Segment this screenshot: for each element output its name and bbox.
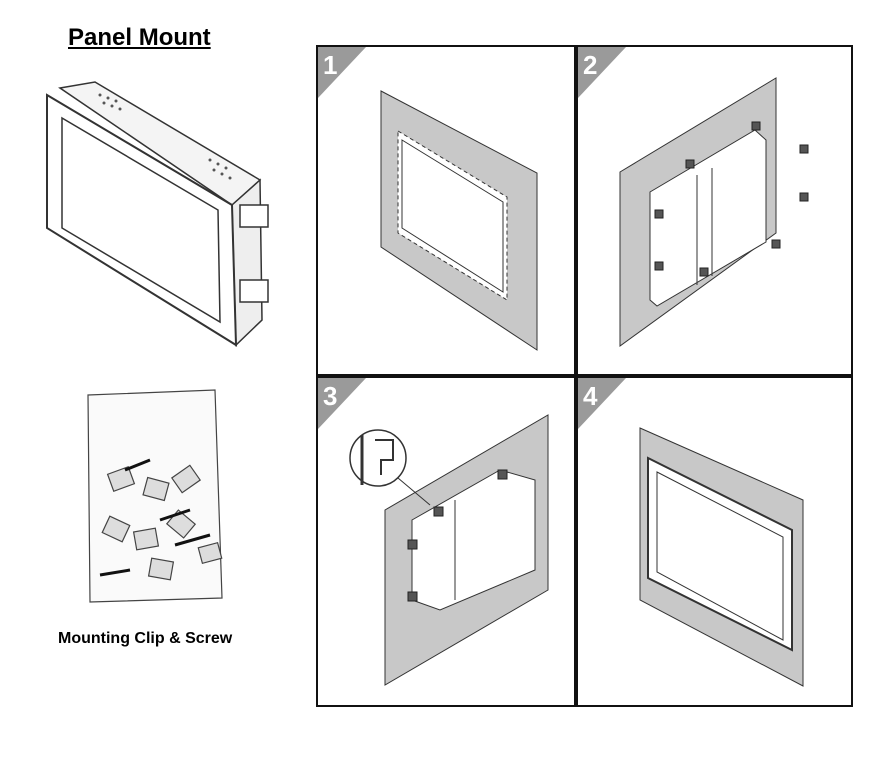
clip-caption: Mounting Clip & Screw [58,630,233,647]
step-2-panel: 2 [578,47,809,347]
step-number: 3 [323,381,337,411]
step-number: 4 [583,381,598,411]
step-3-panel: 3 [318,378,549,686]
step-number: 2 [583,50,597,80]
step-4-panel: 4 [578,378,804,687]
step-grid [316,45,853,707]
panel-pc-illustration [46,81,269,347]
clip-bag-illustration [87,389,223,603]
step-1-panel: 1 [318,47,538,351]
page-title: Panel Mount [68,24,211,51]
step-number: 1 [323,50,337,80]
